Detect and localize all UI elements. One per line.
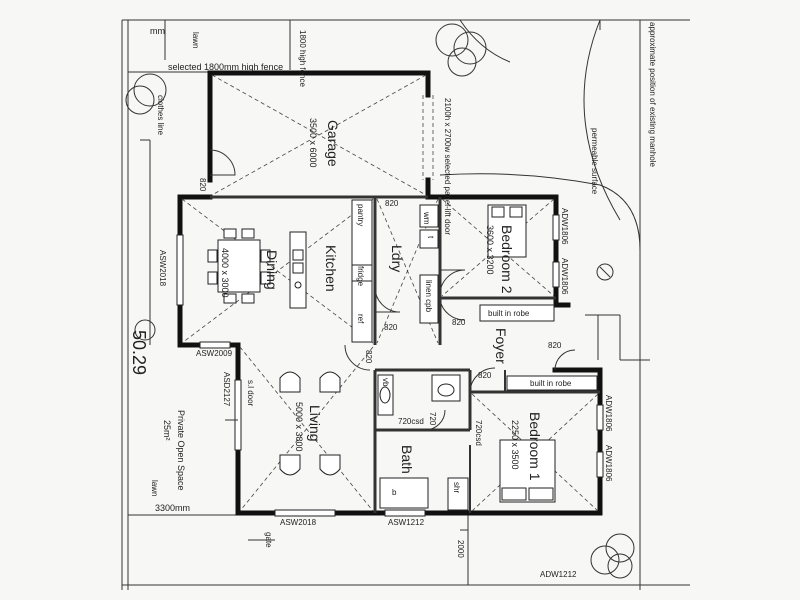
bedroom1-size: 2250 x 3500 xyxy=(510,420,520,470)
window-asw2018-bottom xyxy=(274,509,336,517)
living-armchairs xyxy=(279,371,341,476)
tree-top-right xyxy=(435,23,487,77)
living-diagonals xyxy=(239,346,374,512)
bed-bedroom1 xyxy=(499,439,556,503)
garage-size: 3500 x 6000 xyxy=(308,118,318,168)
door-820-ldry: 820 xyxy=(384,323,398,332)
window-adw1806-c-label: ADW1806 xyxy=(604,395,613,432)
wm-label: wm xyxy=(422,211,431,225)
garage-diagonals xyxy=(211,74,427,196)
window-asw2018-bottom-label: ASW2018 xyxy=(280,518,317,527)
manhole-label: approximate position of existing manhole xyxy=(648,22,657,168)
bedroom2-diagonals xyxy=(441,198,555,297)
tree-middle-left xyxy=(134,319,156,341)
robe-bedroom1 xyxy=(506,375,598,391)
kitchen-island xyxy=(289,231,307,309)
ref-label: ref xyxy=(356,314,365,324)
robe-bedroom2 xyxy=(479,304,555,322)
csd2-label: 720csd xyxy=(474,420,483,446)
dining-name: Dining xyxy=(264,250,280,290)
window-asw1212 xyxy=(384,509,426,517)
bedroom2-size: 3600 x 3200 xyxy=(485,225,495,275)
fence-label: selected 1800mm high fence xyxy=(168,62,283,72)
sl-door-label: s.l door xyxy=(246,380,255,407)
dining-table xyxy=(207,228,271,304)
door-820-entry: 820 xyxy=(548,341,562,350)
shr-label: shr xyxy=(452,482,461,493)
door-820-kitchen: 820 xyxy=(385,199,399,208)
dim-2000-label: 2000 xyxy=(456,540,465,558)
door-820-hall: 820 xyxy=(364,350,373,364)
robe2-label: built in robe xyxy=(488,309,530,318)
window-adw1806-d-label: ADW1806 xyxy=(604,445,613,482)
door-swings xyxy=(209,149,576,431)
t-label: t xyxy=(426,236,435,239)
window-adw1806-a-label: ADW1806 xyxy=(560,208,569,245)
hall-diagonals xyxy=(376,198,439,344)
bath-fixtures xyxy=(377,374,469,511)
dining-size: 4000 x 3000 xyxy=(220,248,230,298)
door-820-bed2: 820 xyxy=(452,318,466,327)
width-3300-label: 3300mm xyxy=(155,503,190,513)
bedroom1-name: Bedroom 1 xyxy=(527,412,543,481)
interior-walls xyxy=(210,195,600,513)
clothes-line-label: clothes line xyxy=(156,95,165,136)
bedroom2-name: Bedroom 2 xyxy=(499,225,515,294)
robe1-label: built in robe xyxy=(530,379,572,388)
laundry-name: Ldry xyxy=(389,245,405,272)
door-820-garage: 820 xyxy=(198,178,207,192)
b-label: b xyxy=(392,488,397,497)
window-adw1806-bed2-a xyxy=(552,214,560,241)
dining-diagonals xyxy=(181,198,374,344)
vb-label: vb xyxy=(381,378,390,387)
foyer-name: Foyer xyxy=(493,328,509,364)
window-adw1806-bed1-b xyxy=(596,451,604,478)
window-asw2018-dining-label: ASW2018 xyxy=(158,250,167,287)
living-name: Living xyxy=(307,405,323,442)
tree-bottom-right xyxy=(590,533,635,579)
garage-door-label: 2100h x 2700w selected panel-lift door xyxy=(443,98,452,235)
window-asw2009 xyxy=(199,341,231,349)
window-adw1806-bed2-b xyxy=(552,261,560,288)
bath-name: Bath xyxy=(399,445,415,474)
kitchen-name: Kitchen xyxy=(323,245,339,292)
boundary-length-label: 50.29 xyxy=(129,330,149,375)
window-adw1806-bed1-a xyxy=(596,404,604,431)
permeable-label: permeable surface xyxy=(590,128,599,195)
linen-label: linen cpb xyxy=(424,280,433,313)
door-asd2127-label: ASD2127 xyxy=(222,372,231,407)
window-asw2009-label: ASW2009 xyxy=(196,349,233,358)
garage-panel-door xyxy=(422,95,434,180)
kitchen-bench xyxy=(351,199,373,343)
window-asw1212-label: ASW1212 xyxy=(388,518,425,527)
window-asw2018-dining xyxy=(176,234,184,306)
tree-top-left xyxy=(125,73,167,115)
csd1-label: 720csd xyxy=(398,417,424,426)
dimension-markers xyxy=(140,139,468,531)
window-adw1212-label: ADW1212 xyxy=(540,570,577,579)
laundry-fixtures xyxy=(419,204,439,324)
pantry-label: pantry xyxy=(356,204,365,226)
mm-top-label: mm xyxy=(150,26,165,36)
door-asd2127 xyxy=(234,379,242,451)
d720-label: 720 xyxy=(428,412,437,426)
fence-high-label: 1800 high fence xyxy=(298,30,307,87)
lawn-bottom-label: lawn xyxy=(150,480,159,496)
door-820-foyer: 820 xyxy=(478,371,492,380)
bed-bedroom2 xyxy=(487,204,527,258)
window-adw1806-b-label: ADW1806 xyxy=(560,258,569,295)
private-area-label: 25m² xyxy=(162,420,172,441)
site-boundary xyxy=(121,19,690,590)
gate-label: gate xyxy=(264,532,273,548)
living-size: 5000 x 3800 xyxy=(294,402,304,452)
garage-name: Garage xyxy=(325,120,341,167)
fridge-label: fridge xyxy=(356,266,365,287)
manhole-marker xyxy=(596,263,614,281)
private-open-label: Private Open Space xyxy=(176,410,186,491)
lawn-top-label: lawn xyxy=(191,32,200,48)
